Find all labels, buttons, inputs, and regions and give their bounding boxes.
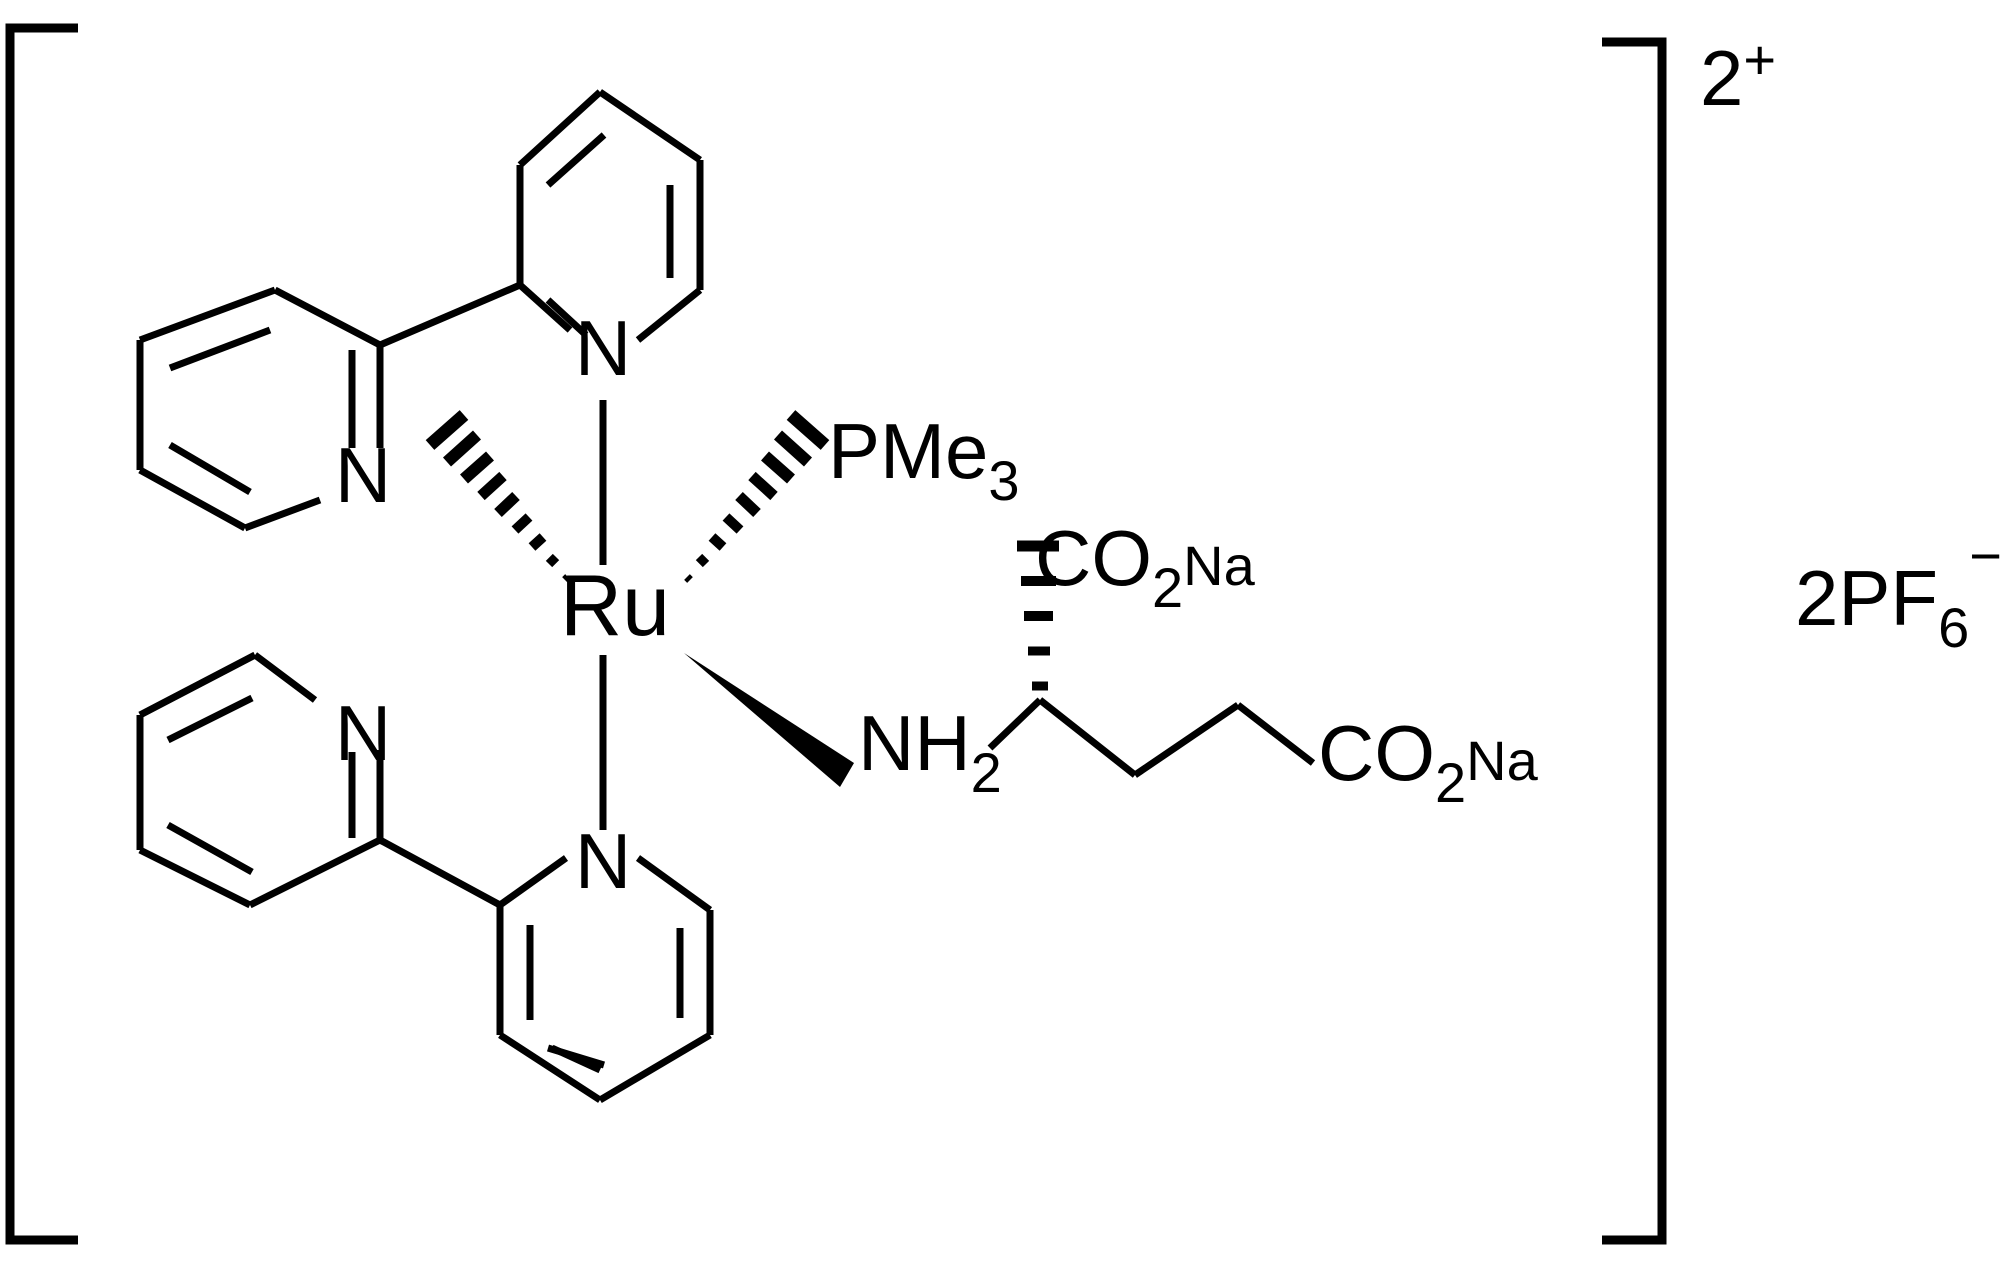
- bpy-upper-n-right-label: N: [575, 304, 631, 392]
- bond-ru-to-nh2-wedge: [684, 653, 854, 787]
- bpy-upper-n-left-label: N: [335, 431, 391, 519]
- bpy-upper-ring-left: [136, 286, 384, 532]
- counterion-prefix: 2PF: [1795, 554, 1938, 642]
- alpha-carboxylate-label: CO2Na: [1035, 514, 1256, 619]
- bpy-lower-n-right-label: N: [575, 817, 631, 905]
- bond-nh2-to-alpha-carbon: [987, 697, 1043, 751]
- charge-label: 2+: [1700, 28, 1776, 122]
- left-bracket: [5, 23, 78, 1245]
- bond-gamma-to-delta-carbon: [1235, 702, 1316, 766]
- charge-sign: +: [1743, 28, 1776, 91]
- bond-ru-to-pme3-hashed: [684, 410, 830, 583]
- ruthenium-center-label: Ru: [560, 558, 670, 654]
- bpy-upper-interring-bond: [378, 281, 522, 349]
- bond-beta-to-gamma-carbon: [1133, 702, 1240, 778]
- bpy-lower-n-left-label: N: [335, 689, 391, 777]
- bpy-lower-interring-bond: [378, 836, 502, 909]
- bpy-upper-ring-right: [516, 89, 704, 343]
- pme3-label: PMe3: [828, 407, 1020, 512]
- charge-value: 2: [1700, 34, 1743, 122]
- counterion-superscript: −: [1969, 524, 2000, 587]
- nh2-label: NH2: [858, 699, 1002, 804]
- right-bracket: [1602, 37, 1667, 1245]
- bond-ru-to-bpy-upper-n-left-hashed: [425, 410, 571, 583]
- bpy-lower-ring-right: [496, 855, 714, 1104]
- bond-alpha-to-beta-carbon: [1037, 697, 1138, 778]
- gamma-carboxylate-label: CO2Na: [1318, 709, 1539, 814]
- bpy-lower-ring-left: [136, 651, 384, 909]
- bond-alpha-carbon-to-carboxylate-hashed: [1017, 540, 1059, 691]
- counterion-label: 2PF6−: [1795, 524, 2000, 659]
- counterion-subscript: 6: [1938, 596, 1969, 659]
